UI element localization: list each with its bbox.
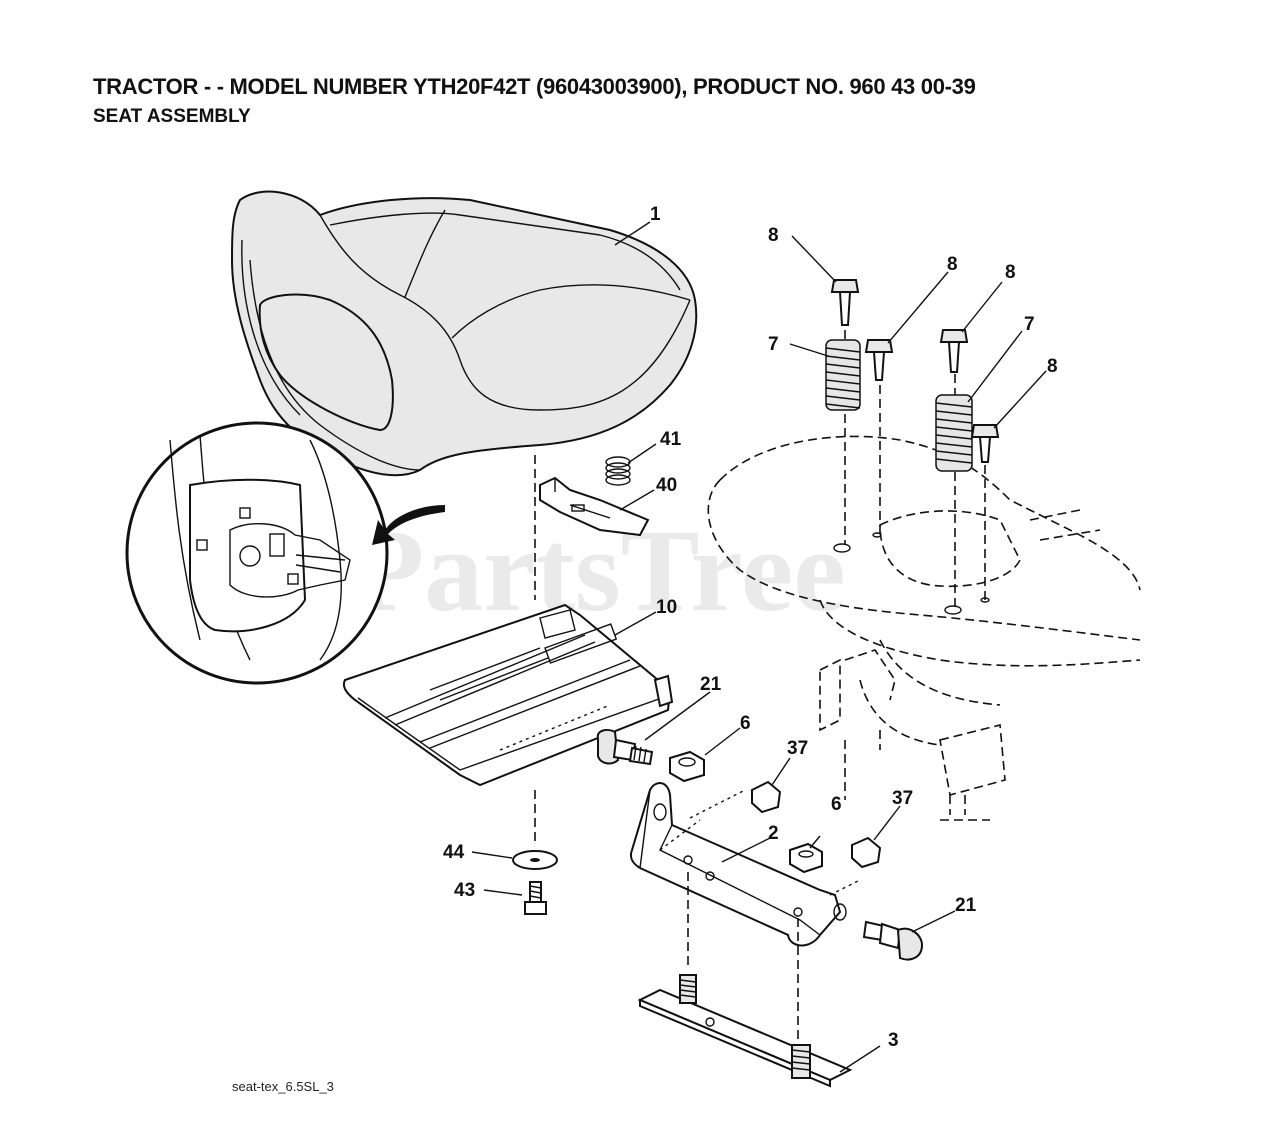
locknut-right <box>851 836 882 869</box>
switch-bracket <box>539 476 650 537</box>
callout-10: 10 <box>656 597 677 618</box>
washer <box>512 850 558 870</box>
callout-8d: 8 <box>1047 356 1058 377</box>
seat-pan <box>342 603 674 787</box>
callout-1: 1 <box>650 204 661 225</box>
callout-43: 43 <box>454 880 475 901</box>
mount-plate <box>637 974 853 1088</box>
callout-8b: 8 <box>947 254 958 275</box>
callout-21b: 21 <box>955 895 977 916</box>
bolt-small <box>524 881 547 915</box>
callouts: 1 8 8 8 8 7 7 41 40 10 21 6 37 2 6 37 21… <box>443 204 1058 1051</box>
bolt-b <box>864 339 894 381</box>
leader-lines <box>471 221 1047 1073</box>
spring-left <box>825 339 861 411</box>
bolt-c <box>939 329 969 373</box>
shoulder-bolt-right <box>862 920 924 961</box>
bolt-a <box>830 279 860 326</box>
callout-8c: 8 <box>1005 262 1016 283</box>
callout-2: 2 <box>768 823 779 844</box>
frame-outline <box>707 435 1141 821</box>
callout-8a: 8 <box>768 225 779 246</box>
callout-37b: 37 <box>892 788 913 809</box>
callout-41: 41 <box>660 429 682 450</box>
page-title: TRACTOR - - MODEL NUMBER YTH20F42T (9604… <box>93 74 976 99</box>
callout-6a: 6 <box>740 713 751 734</box>
callout-40: 40 <box>656 475 677 496</box>
small-spring <box>605 456 631 486</box>
detail-inset <box>125 421 445 685</box>
shoulder-bolt-left <box>596 729 654 766</box>
bolt-d <box>970 424 1000 463</box>
callout-3: 3 <box>888 1030 899 1051</box>
callout-7b: 7 <box>1024 314 1035 335</box>
drawing-code: seat-tex_6.5SL_3 <box>232 1079 334 1094</box>
seat-bracket <box>630 782 861 947</box>
callout-21a: 21 <box>700 674 722 695</box>
nut-right <box>789 842 823 874</box>
callout-6b: 6 <box>831 794 842 815</box>
nut-left <box>669 750 705 783</box>
callout-37a: 37 <box>787 738 808 759</box>
spring-right <box>935 394 973 472</box>
locknut-left <box>751 780 782 814</box>
page-subtitle: SEAT ASSEMBLY <box>93 106 251 127</box>
seat <box>230 190 698 477</box>
pan-slots <box>499 704 611 751</box>
callout-7a: 7 <box>768 334 779 355</box>
callout-44: 44 <box>443 842 465 863</box>
